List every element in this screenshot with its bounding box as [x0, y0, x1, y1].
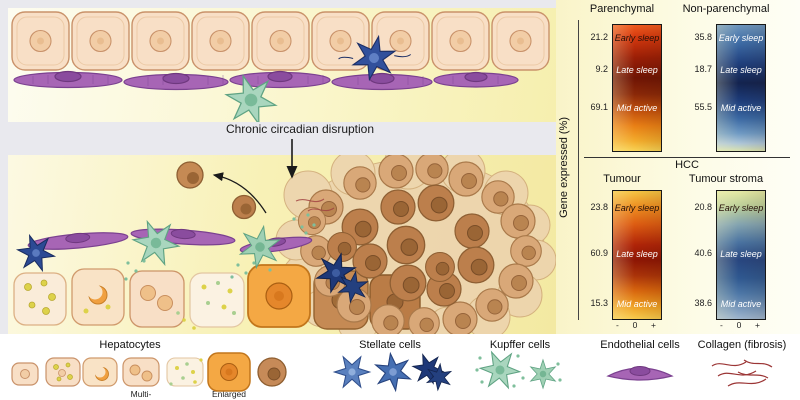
heatmap-parenchymal: Early sleep Late sleep Mid active	[612, 24, 662, 152]
y-axis-label-text: Gene expressed (%)	[558, 116, 570, 218]
heatmap-scale-tumour-stroma: - 0 +	[716, 320, 764, 330]
row-label: Mid active	[720, 103, 762, 113]
values-tumour: 23.8 60.9 15.3	[584, 190, 610, 318]
heatmap-tumour-stroma: Early sleep Late sleep Mid active	[716, 190, 766, 320]
heatmap-scale-tumour: - 0 +	[612, 320, 660, 330]
value-label: 55.5	[694, 102, 712, 112]
values-parenchymal: 21.2 9.2 69.1	[584, 24, 610, 150]
row-label: Late sleep	[616, 249, 658, 259]
row-label: Early sleep	[718, 203, 764, 213]
value-label: 69.1	[590, 102, 608, 112]
tumour-cell-icon	[257, 357, 287, 387]
hepatocyte-multinucleated-icon	[122, 357, 160, 387]
chart-title-tumour-stroma: Tumour stroma	[688, 173, 764, 185]
kupffer-cell	[221, 72, 281, 122]
value-label: 23.8	[590, 202, 608, 212]
row-label: Mid active	[720, 299, 762, 309]
value-label: 38.6	[694, 298, 712, 308]
value-label: 20.8	[694, 202, 712, 212]
hcc-label: HCC	[675, 159, 699, 171]
scale-zero: 0	[632, 320, 638, 330]
stellate-cells-activated	[14, 233, 374, 308]
hepatocyte-layer	[11, 11, 550, 71]
diseased-liver-panel	[8, 155, 556, 334]
hepatocyte-crescent-icon	[82, 357, 118, 387]
hepatocyte-steatotic-icon	[45, 357, 81, 387]
legend-icons	[11, 349, 773, 395]
legend-collagen-label: Collagen (fibrosis)	[697, 339, 787, 351]
heatmap-tumour: Early sleep Late sleep Mid active	[612, 190, 662, 320]
stellate-cell-icons	[333, 349, 457, 395]
gene-expression-charts: Gene expressed (%) Parenchymal Non-paren…	[556, 0, 800, 334]
chart-title-non-parenchymal: Non-parenchymal	[682, 3, 770, 15]
collagen-strands	[295, 198, 335, 212]
legend-multinucleated-label: Multi-	[130, 389, 152, 399]
stellate-cell	[338, 32, 412, 84]
down-arrow-icon	[286, 139, 298, 179]
chart-title-tumour: Tumour	[603, 173, 641, 185]
scale-minus: -	[720, 320, 723, 330]
row-label: Mid active	[616, 103, 658, 113]
scale-zero: 0	[736, 320, 742, 330]
row-label: Early sleep	[614, 203, 660, 213]
row-label: Early sleep	[718, 33, 764, 43]
hepatocyte-dying-icon	[166, 357, 204, 387]
value-label: 15.3	[590, 298, 608, 308]
legend: Hepatocytes Stellate cells Kupffer cells…	[0, 334, 800, 400]
collagen-icon	[711, 359, 773, 387]
y-axis-line	[578, 20, 579, 320]
value-label: 21.2	[590, 32, 608, 42]
healthy-liver-panel	[8, 8, 556, 122]
value-label: 60.9	[590, 248, 608, 258]
legend-kupffer-label: Kupffer cells	[489, 339, 551, 351]
escaping-tumour-cells	[176, 161, 267, 220]
scale-minus: -	[616, 320, 619, 330]
healthy-liver-illustration	[11, 11, 550, 122]
heatmap-non-parenchymal: Early sleep Late sleep Mid active	[716, 24, 766, 152]
row-label: Early sleep	[614, 33, 660, 43]
disruption-label: Chronic circadian disruption	[225, 122, 375, 136]
value-label: 9.2	[595, 64, 608, 74]
scale-plus: +	[755, 320, 760, 330]
hepatocyte-enlarged-icon	[207, 352, 251, 392]
diseased-liver-illustration	[13, 155, 556, 334]
hcc-section-header: HCC	[584, 157, 790, 171]
hepatocyte-normal-icon	[11, 362, 39, 386]
scale-plus: +	[651, 320, 656, 330]
legend-endothelial-label: Endothelial cells	[600, 339, 680, 351]
endothelial-cell-icon	[606, 366, 674, 381]
y-axis-label: Gene expressed (%)	[556, 0, 572, 334]
legend-hepatocytes-label: Hepatocytes	[99, 339, 161, 351]
value-label: 40.6	[694, 248, 712, 258]
kupffer-cell-icons	[475, 350, 562, 393]
values-non-parenchymal: 35.8 18.7 55.5	[688, 24, 714, 150]
row-label: Mid active	[616, 299, 658, 309]
chart-title-parenchymal: Parenchymal	[589, 3, 655, 15]
legend-enlarged-label: Enlarged	[211, 389, 247, 399]
values-tumour-stroma: 20.8 40.6 38.6	[688, 190, 714, 318]
row-label: Late sleep	[720, 249, 762, 259]
value-label: 35.8	[694, 32, 712, 42]
kupffer-cells-activated	[124, 213, 316, 281]
row-label: Late sleep	[720, 65, 762, 75]
value-label: 18.7	[694, 64, 712, 74]
legend-stellate-label: Stellate cells	[359, 339, 421, 351]
row-label: Late sleep	[616, 65, 658, 75]
